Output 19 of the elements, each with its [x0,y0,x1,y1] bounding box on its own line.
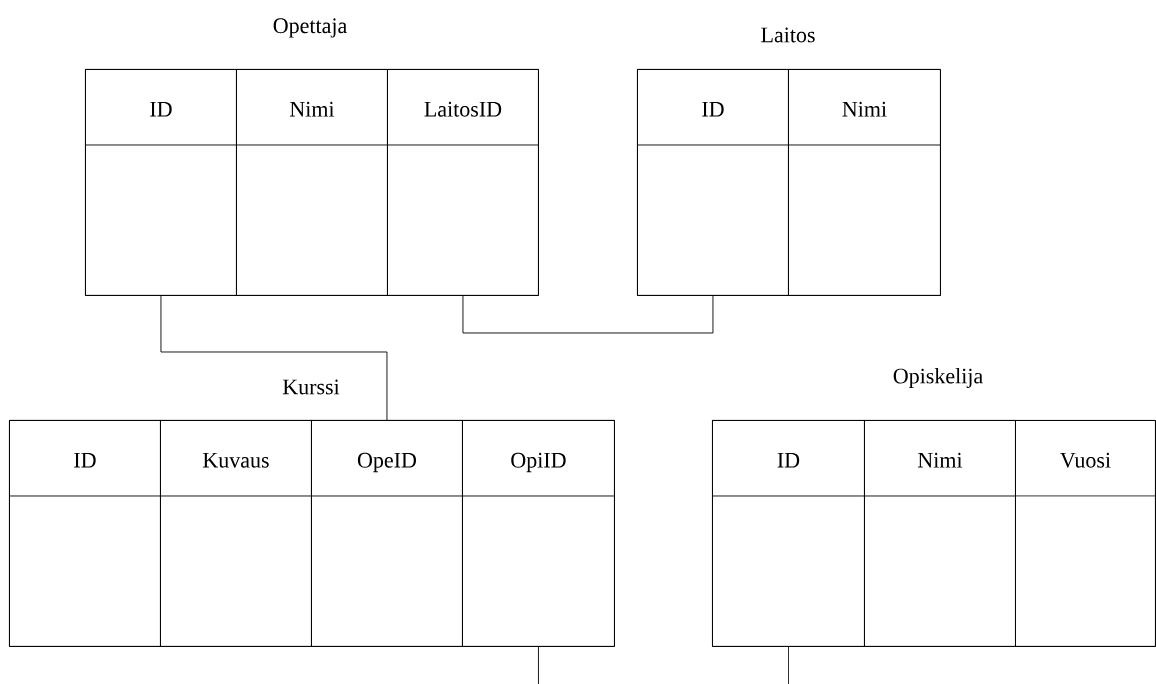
table-column: OpiID [461,420,615,647]
table-column: Nimi [787,69,941,296]
connector-line [538,646,539,684]
connector-line [160,295,388,421]
table-column: Kuvaus [159,420,312,647]
table-column: ID [711,420,865,647]
connector-line [462,295,714,334]
table-column: Nimi [863,420,1016,647]
table-column: OpeID [310,420,463,647]
table-title: Opiskelija [893,368,983,388]
table-column: ID [8,420,161,647]
table-column: Vuosi [1014,420,1156,647]
table-title: Laitos [761,27,815,43]
table-column: ID [84,69,237,296]
table-title: Kurssi [282,379,340,395]
table-title: Opettaja [273,18,347,38]
table-column: LaitosID [386,69,539,296]
table-column: Nimi [235,69,388,296]
table-column: ID [636,69,789,296]
